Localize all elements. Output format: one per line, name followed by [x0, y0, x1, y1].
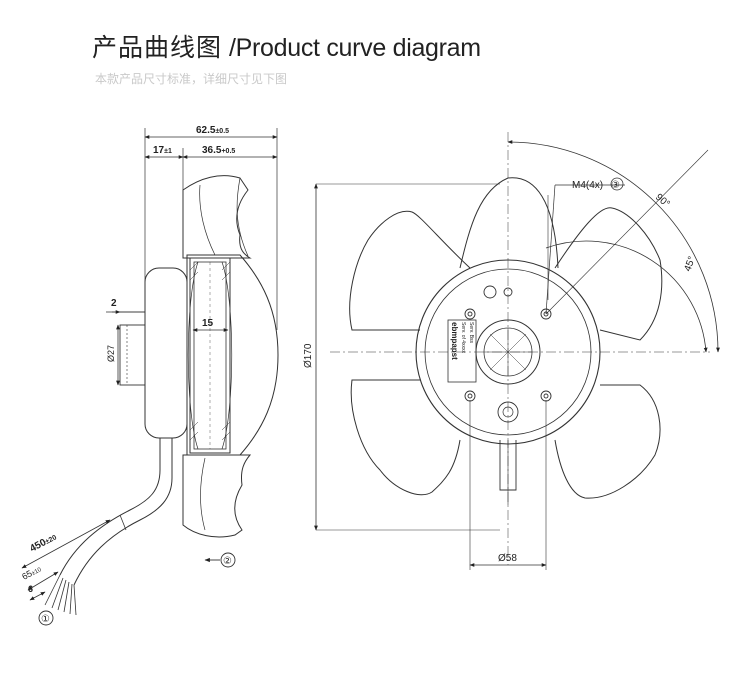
dim-left: 17±1 [153, 145, 172, 156]
fan-blades [349, 177, 663, 499]
page-title-en: /Product curve diagram [228, 34, 481, 62]
dim-overall: 62.5±0.5 [196, 125, 229, 136]
dim-strip-length: 65±10 [20, 563, 43, 582]
dim-hub: 15 [202, 318, 214, 329]
page-subtitle: 本款产品尺寸标准，详细尺寸见下图 [95, 72, 288, 86]
header: 产品曲线图 /Product curve diagram [92, 28, 481, 64]
page-title-zh: 产品曲线图 [92, 33, 223, 62]
label-brand: ebmpapst [450, 322, 459, 360]
dim-cable-length: 450±20 [28, 532, 58, 555]
page-title: 产品曲线图 /Product curve diagram [92, 28, 481, 64]
dim-right: 36.5+0.5 [202, 145, 235, 156]
callout-screw: ③ [611, 180, 620, 191]
callout-airflow: ② [223, 556, 232, 567]
dim-shaft-offset: 2 [111, 298, 117, 309]
dim-shaft-dia: Ø27 [106, 345, 116, 362]
dim-mount-diameter: Ø58 [498, 553, 517, 564]
callout-cable: ① [41, 614, 50, 625]
dim-outer-diameter: Ø170 [303, 343, 314, 368]
angle-90-label: 90° [653, 192, 672, 210]
side-view [21, 128, 279, 626]
label-line2: Serv. of 4xxxx [460, 322, 466, 354]
label-line3: Serv. Bss [468, 322, 474, 344]
screw-label: M4(4x) [572, 180, 603, 191]
front-view [314, 132, 720, 570]
dim-wire-end: 6 [28, 584, 33, 594]
angle-45-label: 45° [682, 255, 698, 273]
